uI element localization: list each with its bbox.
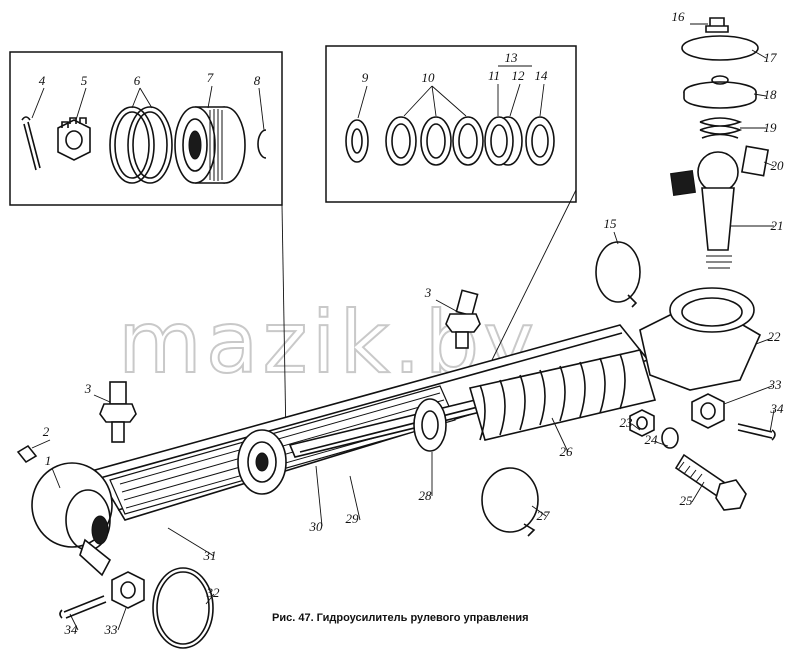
callout-c11: 11 <box>488 68 500 83</box>
callout-c32: 32 <box>206 585 221 600</box>
castle-nut-part <box>57 117 91 161</box>
piston-rings-part <box>109 106 173 184</box>
callout-c28: 28 <box>419 488 433 503</box>
callout-c15: 15 <box>604 216 618 231</box>
callout-c31: 31 <box>203 548 217 563</box>
bolt-25-part <box>674 453 747 511</box>
seals-part <box>385 116 484 166</box>
callout-c29: 29 <box>346 511 360 526</box>
inset-box-left <box>9 51 283 206</box>
callout-c1: 1 <box>45 453 52 468</box>
callout-c34b: 34 <box>64 622 79 637</box>
cotter-pin-part <box>21 116 41 171</box>
hose-fitting-left <box>99 381 137 443</box>
right-housing <box>639 287 762 391</box>
nut-ring-part <box>525 116 555 166</box>
grease-nipple-part <box>16 444 38 464</box>
castle-nut-right-part <box>691 393 725 429</box>
cylinder-assembly <box>31 287 762 577</box>
callout-c6: 6 <box>134 73 141 88</box>
callout-c14: 14 <box>535 68 549 83</box>
o-ring-part <box>152 567 214 649</box>
callout-c3b: 3 <box>424 285 432 300</box>
callout-c5: 5 <box>81 73 88 88</box>
bellows-part <box>468 349 657 441</box>
leader-lines <box>31 23 775 631</box>
ball-joint-stack <box>670 17 770 269</box>
retaining-ring-part <box>257 129 267 159</box>
callout-c22: 22 <box>768 329 782 344</box>
piston-part <box>174 106 246 184</box>
callout-c8: 8 <box>254 73 261 88</box>
hose-fitting-right <box>445 289 481 349</box>
washer-part <box>345 119 369 163</box>
callout-c20: 20 <box>771 158 785 173</box>
callout-c4: 4 <box>39 73 46 88</box>
figure-caption: Рис. 47. Гидроусилитель рулевого управле… <box>272 612 529 624</box>
callout-c3a: 3 <box>84 381 92 396</box>
callout-c2: 2 <box>43 424 50 439</box>
cotter-pin-right-part <box>737 423 776 441</box>
callout-c17: 17 <box>764 50 778 65</box>
callout-c7: 7 <box>207 70 214 85</box>
callout-c9: 9 <box>362 70 369 85</box>
inset-box-right <box>325 45 577 203</box>
clamp-upper-part <box>595 241 641 308</box>
callout-c13: 13 <box>505 50 519 65</box>
callout-c30: 30 <box>309 519 324 534</box>
bushing-part <box>484 116 523 166</box>
callout-c21: 21 <box>771 218 784 233</box>
callout-c16: 16 <box>672 9 686 24</box>
callout-c18: 18 <box>764 87 778 102</box>
callout-c33a: 33 <box>768 377 783 392</box>
callout-c26: 26 <box>560 444 574 459</box>
callout-c12: 12 <box>512 68 526 83</box>
washer-24-part <box>661 427 679 449</box>
callout-c27: 27 <box>537 508 551 523</box>
castle-nut-bottom-part <box>111 571 145 609</box>
callout-c24: 24 <box>645 432 659 447</box>
callout-c23: 23 <box>620 415 634 430</box>
callout-c25: 25 <box>680 493 694 508</box>
callout-c10: 10 <box>422 70 436 85</box>
nut-23-part <box>629 409 655 437</box>
callout-c19: 19 <box>764 120 778 135</box>
clamp-lower-part <box>481 467 539 537</box>
left-end-eye <box>31 462 113 577</box>
cotter-pin-bottom-part <box>59 595 107 619</box>
callout-c34a: 34 <box>770 401 785 416</box>
callout-c33b: 33 <box>104 622 119 637</box>
